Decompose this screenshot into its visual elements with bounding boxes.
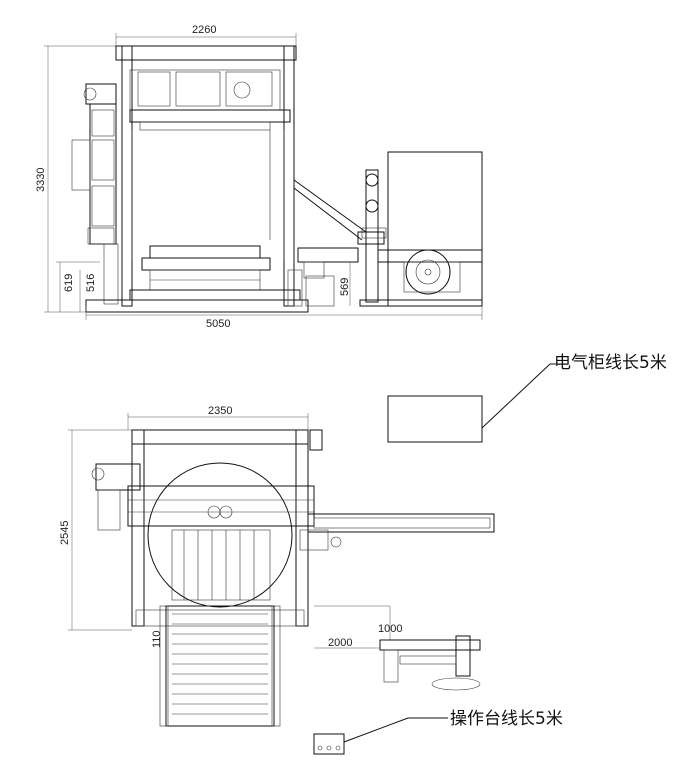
front-view: 2260 3330 619 516: [35, 24, 483, 330]
front-height-label: 3330: [35, 168, 47, 192]
top-view: 2350 2545: [59, 405, 495, 727]
front-bottom-width-label: 5050: [206, 318, 230, 330]
front-base: [85, 299, 309, 313]
roller-conveyor: [165, 605, 275, 727]
front-619-label: 619: [63, 274, 75, 292]
cabinet-cable-note: 电气柜线长5米: [554, 353, 667, 373]
left-column: [121, 45, 133, 307]
carriage-mast: [89, 103, 117, 245]
top-110-label: 110: [151, 630, 163, 648]
front-569-label: 569: [339, 278, 351, 296]
top-beam: [115, 45, 297, 61]
top-height-label: 2545: [59, 521, 71, 545]
cabinet-note: 电气柜线长5米: [387, 353, 667, 443]
turntable: [147, 462, 293, 608]
right-column: [283, 45, 295, 307]
electrical-cabinet-front: [387, 151, 483, 307]
film-roll: [405, 249, 451, 295]
operator-console: [313, 733, 345, 755]
console-cable-note: 操作台线长5米: [450, 709, 563, 729]
electrical-cabinet-top: [387, 395, 483, 443]
console-note: 操作台线长5米: [313, 709, 563, 755]
front-top-width-label: 2260: [192, 24, 216, 36]
front-516-label: 516: [85, 274, 97, 292]
top-1000-label: 1000: [378, 623, 402, 635]
top-2000-label: 2000: [328, 637, 352, 649]
top-width-label: 2350: [208, 405, 232, 417]
